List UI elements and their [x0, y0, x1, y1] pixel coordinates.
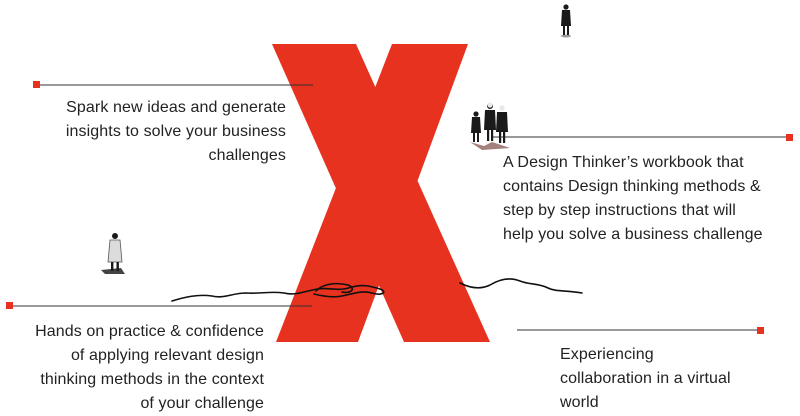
callout-line-top-left	[33, 81, 313, 88]
person-figure-left	[101, 233, 125, 274]
scribble-line-right	[459, 278, 583, 294]
callout-text-hands-on-practice: Hands on practice & confidence of applyi…	[35, 323, 264, 412]
person-group	[470, 102, 510, 150]
callout-text-spark-ideas: Spark new ideas and generate insights to…	[65, 99, 286, 164]
callout-line-bottom-left	[6, 302, 312, 309]
callout-line-top-right	[492, 134, 793, 141]
scribble-line-left	[171, 284, 385, 302]
big-x-graphic	[272, 44, 490, 342]
callout-line-bottom-right	[517, 327, 764, 334]
callout-text-virtual-collaboration: Experiencing collaboration in a virtual …	[560, 346, 731, 411]
callout-text-workbook: A Design Thinker’s workbook that contain…	[503, 154, 763, 243]
person-figure-top	[561, 4, 571, 38]
scribble-line-center	[315, 282, 354, 294]
